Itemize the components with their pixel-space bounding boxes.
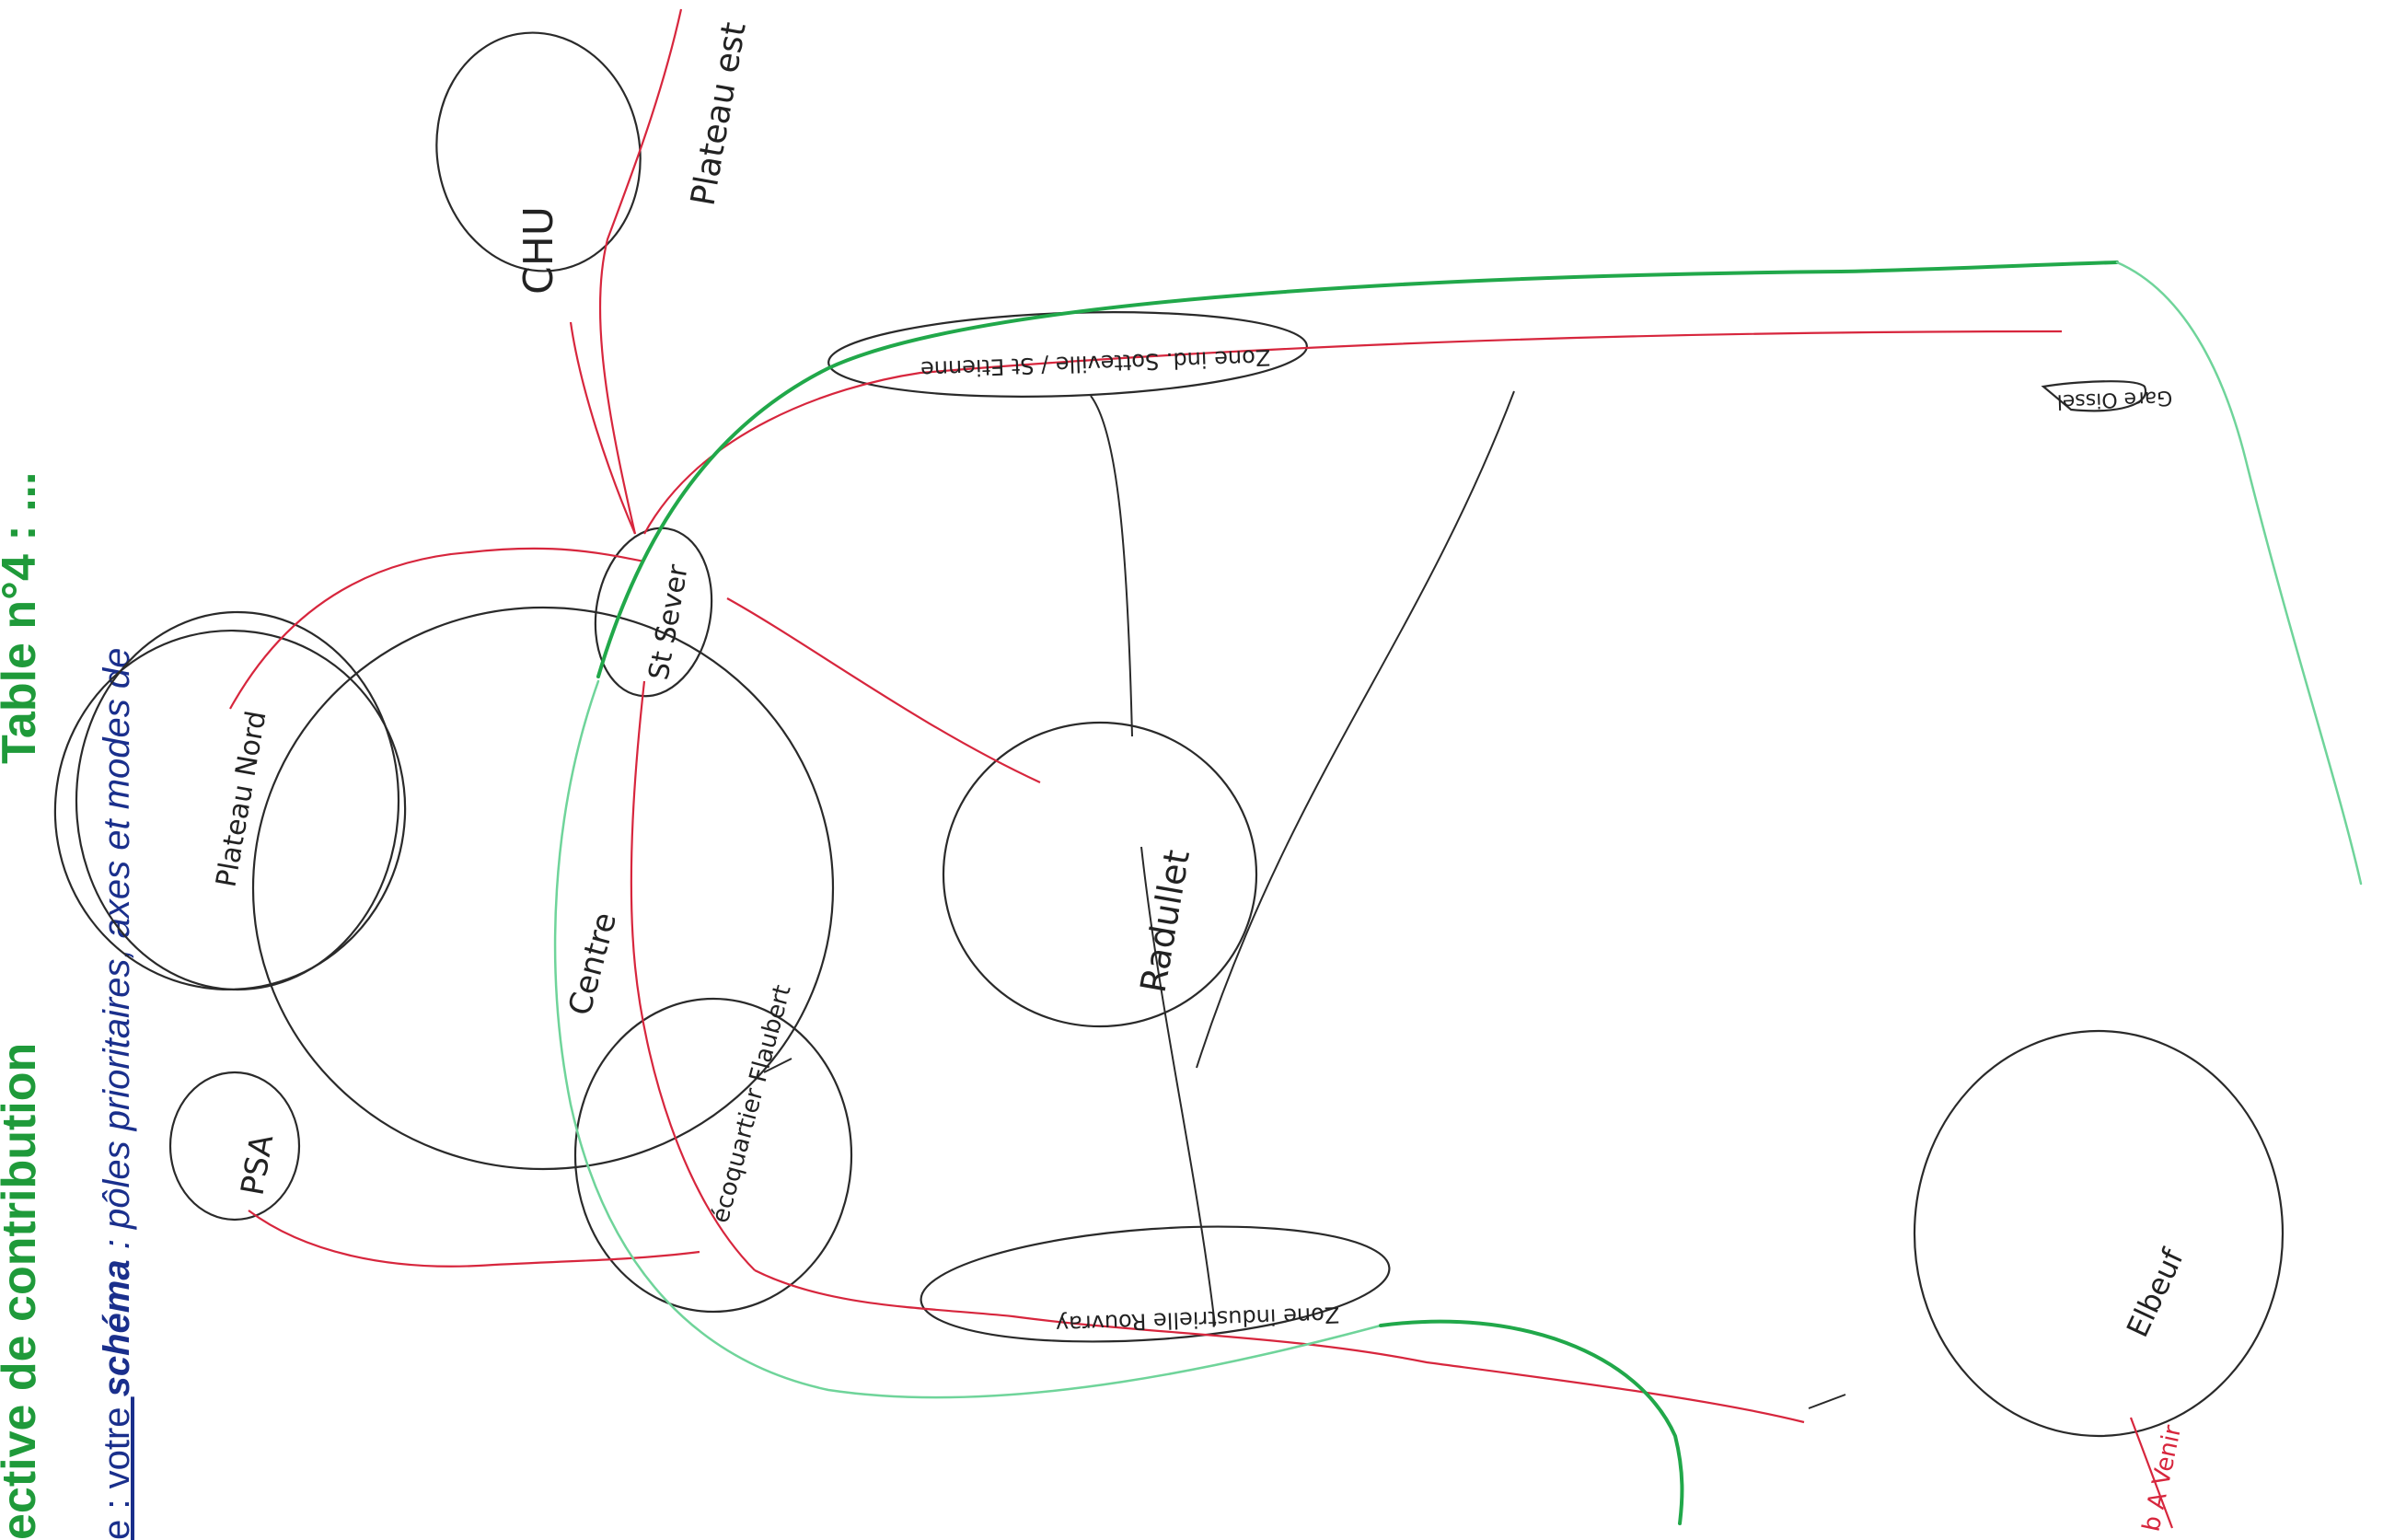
zone-outlines (53, 31, 2285, 1438)
gare-oissel-shape (2041, 380, 2147, 412)
svg-text:e : votre schéma: e : votre schéma : pôles prioritaires, a… (97, 648, 137, 1540)
header-group: ective de contribution (0, 1043, 46, 1540)
green-route-east (2115, 261, 2363, 886)
green-route-top (596, 261, 2119, 678)
label-plateau-est: Plateau est (684, 19, 753, 208)
label-flaubert: écoquartier Flaubert (707, 982, 797, 1226)
labels: CHU Plateau est Plateau Nord St Sever Zo… (210, 19, 2191, 1534)
label-gare-oissel: Gare Oissel (2056, 386, 2172, 412)
instruction-bold: schéma (97, 1259, 137, 1396)
label-zone-industrielle: Zone industrielle Rouvray (1055, 1302, 1339, 1337)
pencil-links (763, 390, 1846, 1409)
label-chu: CHU (515, 206, 562, 295)
red-route-psa (248, 1210, 700, 1268)
label-st-sever: St Sever (642, 562, 695, 682)
red-route-plateau-est (598, 8, 683, 535)
link-radulelet-zi (1140, 846, 1216, 1326)
instruction-prefix: e : votre (97, 1396, 137, 1540)
red-routes (229, 8, 2174, 1529)
elbeuf-circle (1913, 1029, 2285, 1438)
title-tail-text: Table n°4 : ... (0, 472, 46, 764)
zone-industrielle-shape (920, 1225, 1391, 1343)
flaubert-circle (573, 997, 853, 1314)
link-flaubert-small (763, 1058, 792, 1073)
red-route-chu-stsever (569, 321, 637, 535)
tick-bottom (1808, 1394, 1846, 1409)
title-text: ective de contribution (0, 1043, 46, 1540)
plateau-nord-circle-2 (75, 610, 400, 991)
label-zone-sotteville: Zone ind. Sotteville / St Etienne (920, 344, 1271, 382)
title-tail-group: Table n°4 : ... (0, 472, 46, 764)
green-routes (553, 261, 2363, 1525)
label-radulelet: Radullet (1133, 847, 1197, 996)
red-route-flaubert-zi (754, 1269, 1805, 1424)
label-psa: PSA (234, 1132, 281, 1198)
instruction-group: e : votre schéma : pôles prioritaires, a… (97, 648, 137, 1540)
radulelet-circle (942, 721, 1258, 1028)
psa-circle (168, 1071, 301, 1222)
green-route-west (553, 679, 1382, 1399)
plateau-nord-circle (53, 629, 407, 991)
label-plateau-nord: Plateau Nord (210, 709, 272, 890)
red-route-plateau-nord (229, 547, 645, 710)
st-sever-circle (594, 527, 713, 698)
centre-circle (251, 606, 835, 1171)
red-route-radulelet (726, 597, 1041, 783)
red-route-avenir (2129, 1417, 2174, 1529)
red-route-sotteville-oissel (643, 330, 2063, 535)
link-sotteville-radulelet (1090, 395, 1133, 737)
chu-circle (435, 31, 642, 272)
green-route-south (1379, 1319, 1684, 1525)
label-centre: Centre (561, 909, 624, 1019)
red-route-centre-flaubert (630, 680, 756, 1271)
label-avenir: b A Venir (2138, 1422, 2188, 1534)
link-diagonal (1196, 390, 1515, 1069)
label-elbeuf: Elbeuf (2120, 1243, 2191, 1342)
